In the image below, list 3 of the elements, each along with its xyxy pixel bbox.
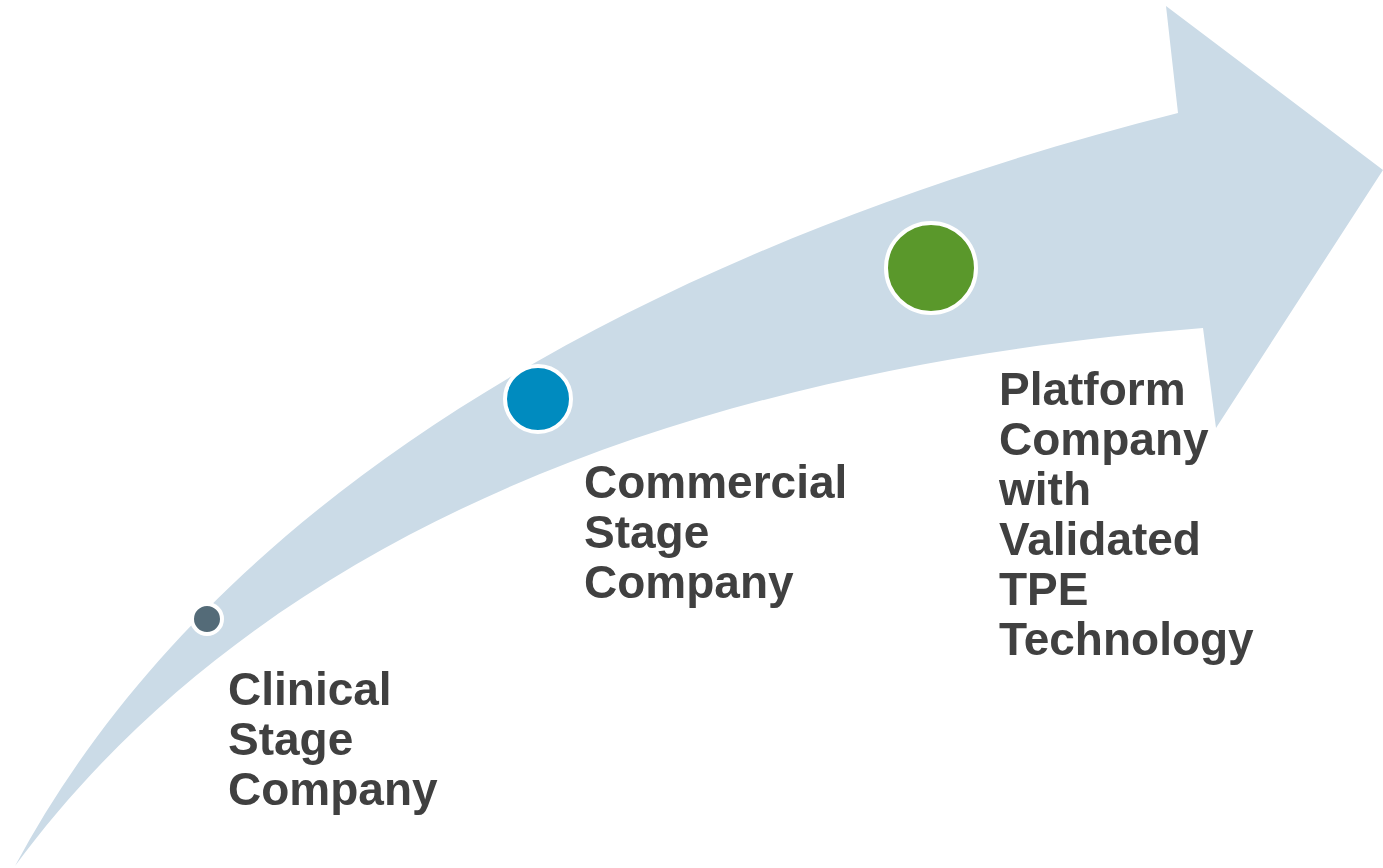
stage-label: Commercial Stage Company: [584, 457, 849, 607]
stage-label: Clinical Stage Company: [228, 664, 439, 814]
stage-label: Platform Company with Validated TPE Technology: [999, 364, 1255, 664]
